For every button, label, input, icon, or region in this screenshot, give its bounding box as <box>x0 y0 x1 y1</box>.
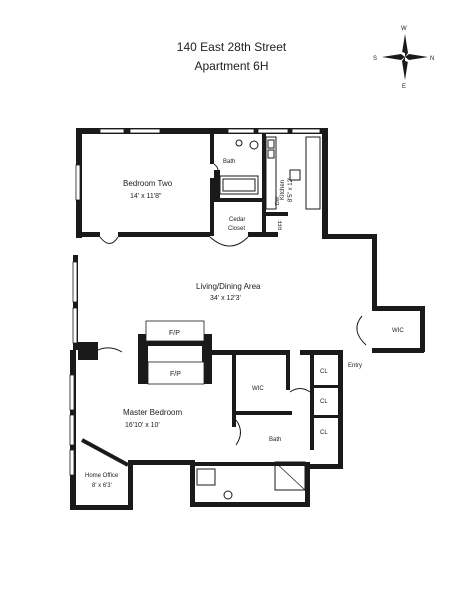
living-dining-dims: 34' x 12'3' <box>210 295 241 302</box>
compass-south-label: S <box>373 56 377 62</box>
closet-2-label: CL <box>320 399 328 405</box>
bedroom-two-name: Bedroom Two <box>123 179 173 188</box>
closet-1-label: CL <box>320 369 328 375</box>
room-labels: Bedroom Two 14' x 11'8" Bath Kitchen 8'5… <box>85 159 404 489</box>
wic-center-label: WIC <box>252 386 264 392</box>
bath-upper-name: Bath <box>223 159 235 165</box>
living-dining-name: Living/Dining Area <box>196 282 261 291</box>
cedar-closet-line1: Cedar <box>229 217 245 223</box>
entry-label: Entry <box>348 363 362 369</box>
compass-rose-icon: W S N E <box>373 26 434 90</box>
plan-unit: Apartment 6H <box>194 59 269 73</box>
bedroom-two-dims: 14' x 11'8" <box>130 193 162 200</box>
master-bedroom-name: Master Bedroom <box>123 408 182 417</box>
home-office-dims: 8' x 6'3' <box>92 483 112 489</box>
cedar-closet-line2: Closet <box>228 226 245 232</box>
refrigerator-label: RFF <box>278 220 284 230</box>
bath-lower-name: Bath <box>269 437 281 443</box>
compass-north-label: N <box>430 56 434 62</box>
compass-east-label: E <box>402 84 406 90</box>
kitchen-name: Kitchen <box>280 180 286 200</box>
dishwasher-label: DW <box>275 196 281 205</box>
fixtures <box>97 136 367 500</box>
compass-west-label: W <box>401 26 407 32</box>
fireplace-upper-label: F/P <box>169 330 180 337</box>
windows <box>69 128 321 476</box>
wic-right-label: WIC <box>392 328 404 334</box>
interior-walls <box>76 134 340 467</box>
kitchen-dims: 8'5" x 12' <box>288 178 294 202</box>
plan-address: 140 East 28th Street <box>176 40 287 54</box>
home-office-name: Home Office <box>85 473 119 479</box>
closet-3-label: CL <box>320 430 328 436</box>
master-bedroom-dims: 16'10' x 10' <box>125 422 160 429</box>
fireplace-lower-label: F/P <box>170 371 181 378</box>
